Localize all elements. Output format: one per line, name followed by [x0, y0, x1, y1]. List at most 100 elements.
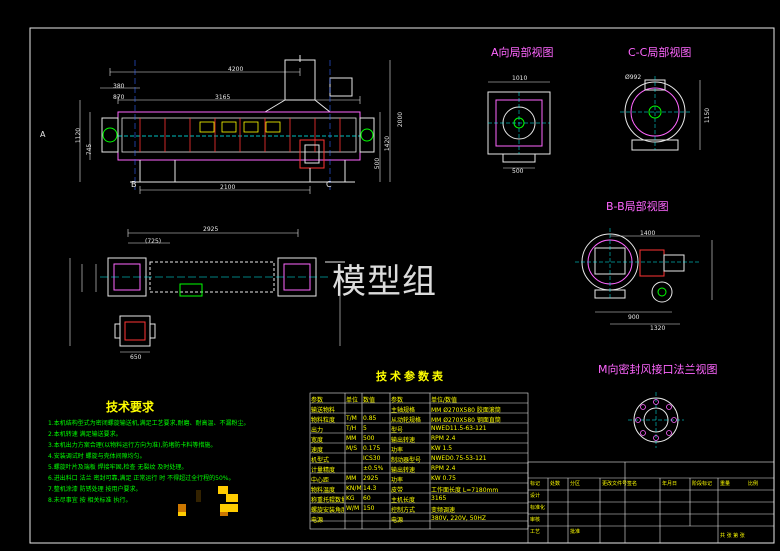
param-cell: T/M: [346, 415, 357, 422]
dim-870: 870: [113, 94, 125, 101]
dim-cc-1150: 1150: [704, 107, 712, 124]
view-bb-title: B-B局部视图: [606, 200, 669, 213]
param-cell: 电源: [311, 517, 324, 524]
view-a-title: A向局部视图: [491, 46, 554, 59]
title-block-label: 年月日: [662, 481, 678, 487]
tech-req-list: 1.本机结构型式为密闭螺旋输送机,满足工艺要求,耐磨、耐高温、不漏粉尘。 2.本…: [48, 418, 308, 506]
param-cell: 3165: [431, 495, 447, 502]
dim-725: (725): [145, 238, 162, 245]
logo-pixel-mark: [178, 486, 238, 516]
param-cell: ±0.5%: [363, 465, 384, 472]
param-cell: RPM 2.4: [431, 465, 456, 472]
title-block-label: 比例: [748, 481, 759, 487]
param-cell: MM: [346, 475, 357, 482]
param-cell: 380V, 220V, 50HZ: [431, 515, 486, 522]
param-cell: NWED11.5-63-121: [431, 425, 487, 432]
param-cell: MM Ø270X580 钢面直筒: [431, 417, 501, 424]
plan-view: [69, 229, 345, 353]
tech-req-line: 1.本机结构型式为密闭螺旋输送机,满足工艺要求,耐磨、耐高温、不漏粉尘。: [48, 420, 250, 427]
param-cell: 输出转速: [391, 437, 416, 444]
param-cell: 功率: [391, 447, 404, 454]
watermark-text: 模型组: [332, 262, 437, 302]
param-cell: 皮带: [391, 487, 404, 494]
param-cell: 从动轮规格: [391, 417, 422, 424]
view-m-title: M向密封风接口法兰视图: [598, 363, 718, 376]
tech-req-line: 7.整机涂漆 防锈处理 按用户要求。: [48, 486, 142, 493]
param-cell: 速度: [311, 447, 324, 454]
tech-req-line: 5.螺旋叶片及端板 焊接牢固,检查 无裂纹 及时处理。: [48, 464, 188, 471]
dim-2000: 2000: [397, 111, 405, 128]
param-header-cell: 单位: [346, 397, 359, 404]
param-cell: 称重托辊数量: [311, 497, 344, 504]
param-cell: 机型式: [311, 457, 330, 464]
view-bb: [575, 228, 713, 325]
param-cell: 型号: [391, 427, 404, 434]
param-cell: 控制方式: [391, 507, 416, 514]
dim-bb-1320: 1320: [650, 325, 666, 332]
param-cell: 60: [363, 495, 371, 502]
title-block-label: 审核: [530, 517, 541, 523]
title-block-label: 设计: [530, 493, 541, 499]
param-cell: 主轴规格: [391, 407, 416, 414]
title-block-label: 签名: [627, 481, 638, 487]
dim-a-1010: 1010: [512, 75, 528, 82]
param-cell: T/H: [346, 425, 357, 432]
param-cell: 2925: [363, 475, 379, 482]
tech-req-line: 6.进出料口 法兰 密封可靠,满足 正常运行 时 不得超过全行程的50%。: [48, 475, 235, 482]
title-block-label: 处数: [550, 481, 561, 487]
dim-380: 380: [113, 83, 125, 90]
param-cell: 变频调速: [431, 507, 456, 514]
param-cell: KN/M: [346, 485, 361, 492]
param-cell: 0.85: [363, 415, 377, 422]
param-cell: 物料温度: [311, 487, 336, 494]
title-block-grid: [527, 461, 775, 544]
dim-500-right: 500: [374, 157, 382, 170]
param-cell: NWED0.75-53-121: [431, 455, 487, 462]
param-cell: 150: [363, 505, 375, 512]
param-table-grid: [309, 392, 529, 530]
sheet-number: 共 张 第 张: [720, 533, 745, 539]
dim-bb-900: 900: [628, 314, 640, 321]
section-b-left: B: [131, 180, 137, 189]
dim-bb-1400: 1400: [640, 230, 656, 237]
param-cell: KG: [346, 495, 355, 502]
param-table-title: 技术参数表: [376, 370, 446, 383]
param-cell: 中心距: [311, 477, 330, 484]
title-block-label: 分区: [570, 481, 581, 487]
dim-745: 745: [86, 143, 94, 156]
tech-req-line: 2.本机转速 满足输送要求。: [48, 431, 122, 438]
view-cc-title: C-C局部视图: [628, 46, 692, 59]
param-cell: MM: [346, 435, 357, 442]
view-a-marker: A: [40, 130, 46, 139]
param-cell: 出力: [311, 427, 324, 434]
param-cell: 工作面长度 L=7180mm: [431, 487, 499, 494]
param-header-cell: 数值: [363, 397, 376, 404]
param-cell: 输送物料: [311, 407, 336, 414]
dim-1420: 1420: [384, 135, 392, 152]
param-header-cell: 参数: [311, 397, 324, 404]
dim-650: 650: [130, 354, 142, 361]
param-cell: KW 1.5: [431, 445, 453, 452]
view-m: [628, 392, 684, 448]
view-a: [487, 81, 551, 169]
param-cell: 电源: [391, 517, 404, 524]
title-block-label: 工艺: [530, 529, 541, 535]
view-cc: [620, 76, 701, 151]
title-block-label: 更改文件号: [602, 481, 628, 487]
drawing-border: [29, 27, 775, 544]
dim-1120: 1120: [75, 127, 83, 144]
param-cell: 主机长度: [391, 497, 416, 504]
title-block-label: 标记: [530, 481, 541, 487]
param-cell: ICS30: [363, 455, 381, 462]
title-block-label: 标准化: [530, 505, 546, 511]
param-cell: 输出转速: [391, 467, 416, 474]
param-cell: 功率: [391, 477, 404, 484]
param-cell: M/S: [346, 445, 358, 452]
title-block-label: 阶段标记: [692, 481, 713, 487]
dim-2925: 2925: [203, 226, 219, 233]
param-cell: MM Ø270X580 胶面滚筒: [431, 407, 501, 414]
title-block: 标记处数分区更改文件号签名年月日阶段标记重量比例设计标准化审核工艺批准共 张 第…: [528, 462, 774, 543]
dim-4200: 4200: [228, 66, 244, 73]
